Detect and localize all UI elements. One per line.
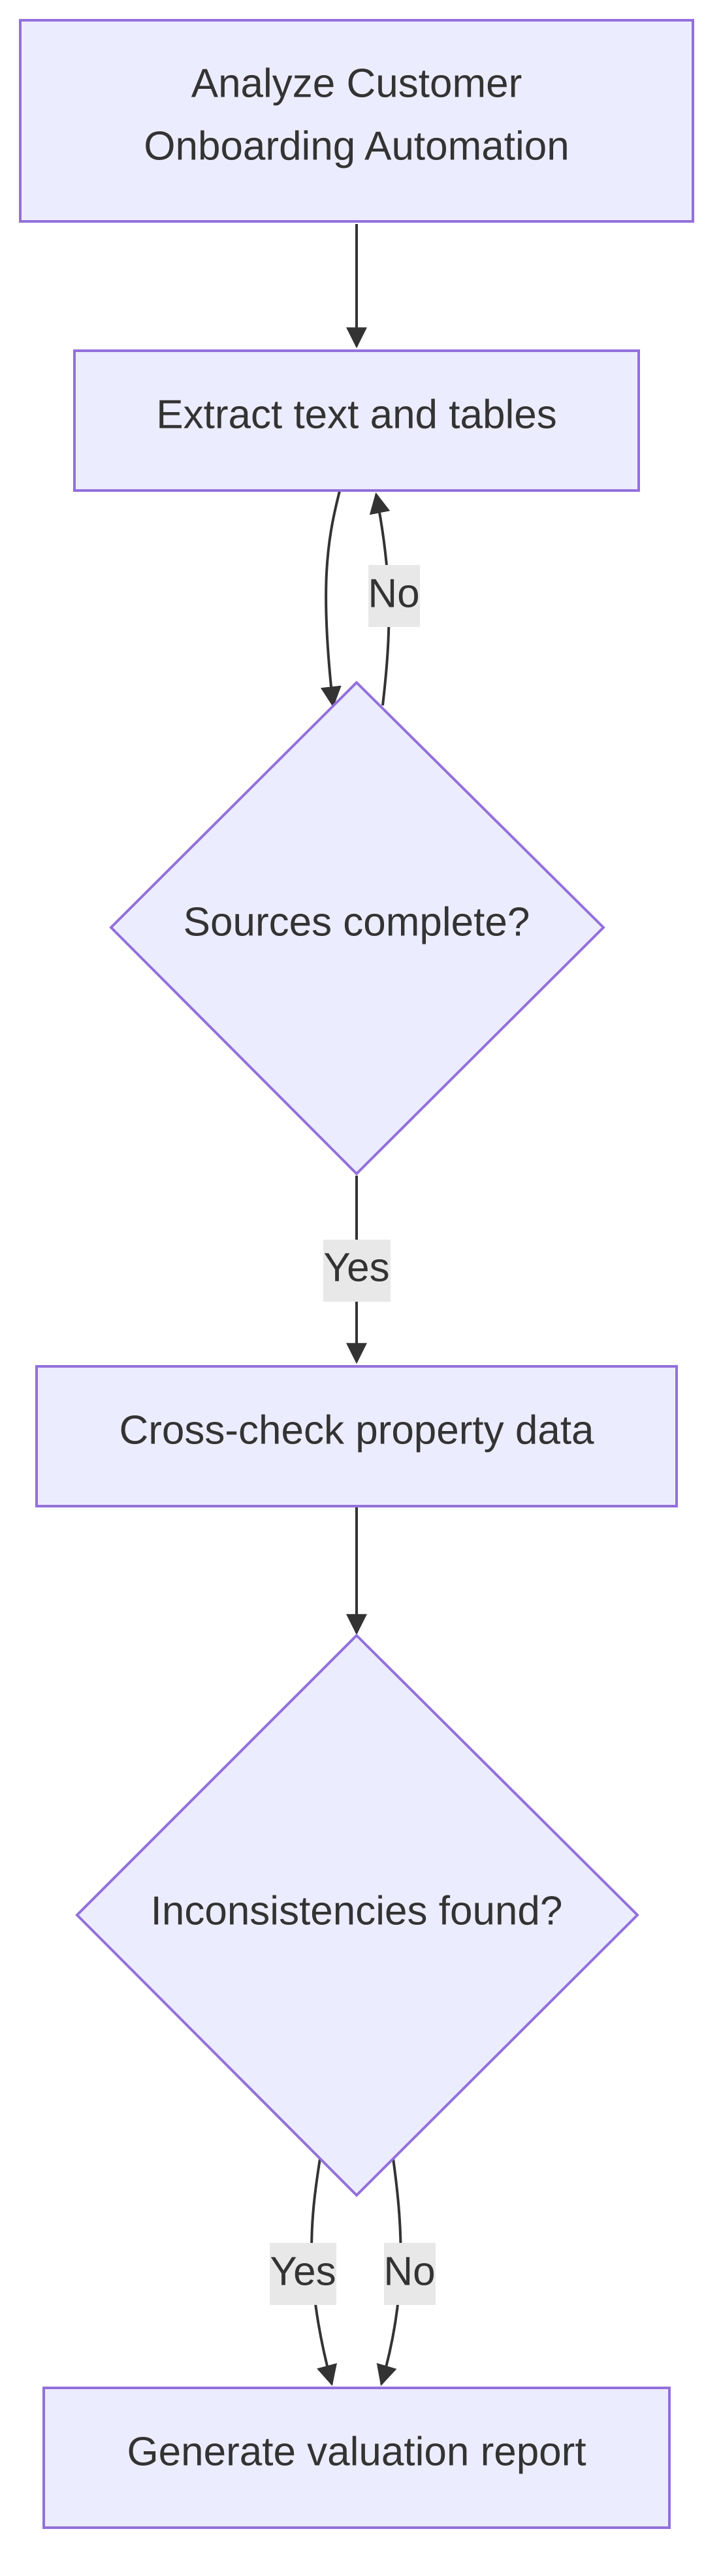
node-label: Cross-check property data	[119, 1408, 594, 1453]
node-analyze-customer-onboarding[interactable]: Analyze Customer Onboarding Automation	[19, 19, 694, 223]
node-box	[42, 2387, 671, 2529]
edge-label-text: Yes	[270, 2249, 336, 2294]
node-box	[19, 19, 694, 223]
edge-label-bg	[368, 565, 420, 627]
decision-label: Sources complete?	[184, 899, 530, 944]
edge-label-text: No	[368, 571, 419, 616]
node-box	[73, 349, 640, 492]
node-box	[35, 1365, 678, 1507]
edge-label-bg	[270, 2243, 336, 2305]
node-crosscheck-property-data[interactable]: Cross-check property data	[35, 1365, 678, 1507]
edge-label-bg	[384, 2243, 436, 2305]
node-generate-valuation-report[interactable]: Generate valuation report	[42, 2387, 671, 2529]
edge-extract-to-sources-decision	[320, 491, 342, 708]
node-label: Generate valuation report	[127, 2429, 586, 2474]
decision-diamond	[109, 681, 605, 1176]
node-label-line-2: Onboarding Automation	[144, 123, 569, 169]
edge-label-bg	[323, 1240, 391, 1302]
node-extract-text-and-tables[interactable]: Extract text and tables	[73, 349, 640, 492]
edge-label-sources-no: No	[368, 565, 420, 627]
edge-label-inconsistency-no: No	[383, 2243, 436, 2305]
edge-label-inconsistency-yes: Yes	[270, 2243, 336, 2305]
decision-diamond	[75, 1634, 639, 2197]
decision-sources-complete[interactable]: Sources complete?	[109, 681, 605, 1176]
edge-label-sources-yes: Yes	[323, 1240, 391, 1302]
edge-label-text: No	[383, 2249, 435, 2294]
node-label: Extract text and tables	[156, 392, 556, 437]
decision-label: Inconsistencies found?	[151, 1888, 563, 1933]
edge-label-text: Yes	[323, 1245, 389, 1290]
node-label-line-1: Analyze Customer	[191, 61, 522, 106]
decision-inconsistencies-found[interactable]: Inconsistencies found?	[75, 1634, 639, 2197]
